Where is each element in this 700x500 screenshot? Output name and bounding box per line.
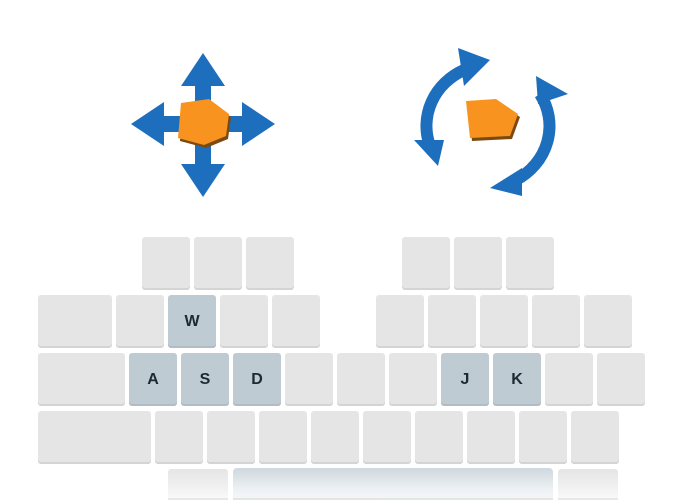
keyboard-key <box>389 353 437 406</box>
keyboard-key <box>363 411 411 464</box>
keyboard-key <box>220 295 268 348</box>
keyboard-key <box>168 469 228 500</box>
keyboard-key <box>545 353 593 406</box>
keyboard-key <box>532 295 580 348</box>
keyboard-key <box>376 295 424 348</box>
keyboard-key <box>116 295 164 348</box>
key-j: J <box>441 353 489 406</box>
keyboard-key <box>584 295 632 348</box>
rotate-arrows-icon <box>414 48 568 196</box>
keyboard-key <box>597 353 645 406</box>
move-object-shape <box>178 99 231 148</box>
key-k: K <box>493 353 541 406</box>
key-a: A <box>129 353 177 406</box>
move-arrows-icon <box>131 53 275 197</box>
keyboard-key-caps <box>38 353 125 406</box>
keyboard-key <box>207 411 255 464</box>
keyboard-key <box>467 411 515 464</box>
keyboard-key <box>454 237 502 290</box>
rotate-object-shape <box>466 99 520 141</box>
keyboard-key <box>428 295 476 348</box>
keyboard-key <box>194 237 242 290</box>
keyboard-key <box>142 237 190 290</box>
key-w: W <box>168 295 216 348</box>
keyboard-key <box>246 237 294 290</box>
key-d: D <box>233 353 281 406</box>
key-s: S <box>181 353 229 406</box>
keyboard-key <box>415 411 463 464</box>
keyboard-key <box>311 411 359 464</box>
keyboard-key-tab <box>38 295 112 348</box>
keyboard-key <box>155 411 203 464</box>
keyboard-key <box>558 469 618 500</box>
keyboard-key <box>402 237 450 290</box>
keyboard-key <box>571 411 619 464</box>
keyboard-key <box>506 237 554 290</box>
keyboard-key <box>259 411 307 464</box>
keyboard-key <box>285 353 333 406</box>
keyboard-key <box>272 295 320 348</box>
keyboard-key-space <box>233 468 553 500</box>
keyboard-key <box>337 353 385 406</box>
keyboard-key <box>519 411 567 464</box>
keyboard-key-shift <box>38 411 151 464</box>
keyboard-key <box>480 295 528 348</box>
